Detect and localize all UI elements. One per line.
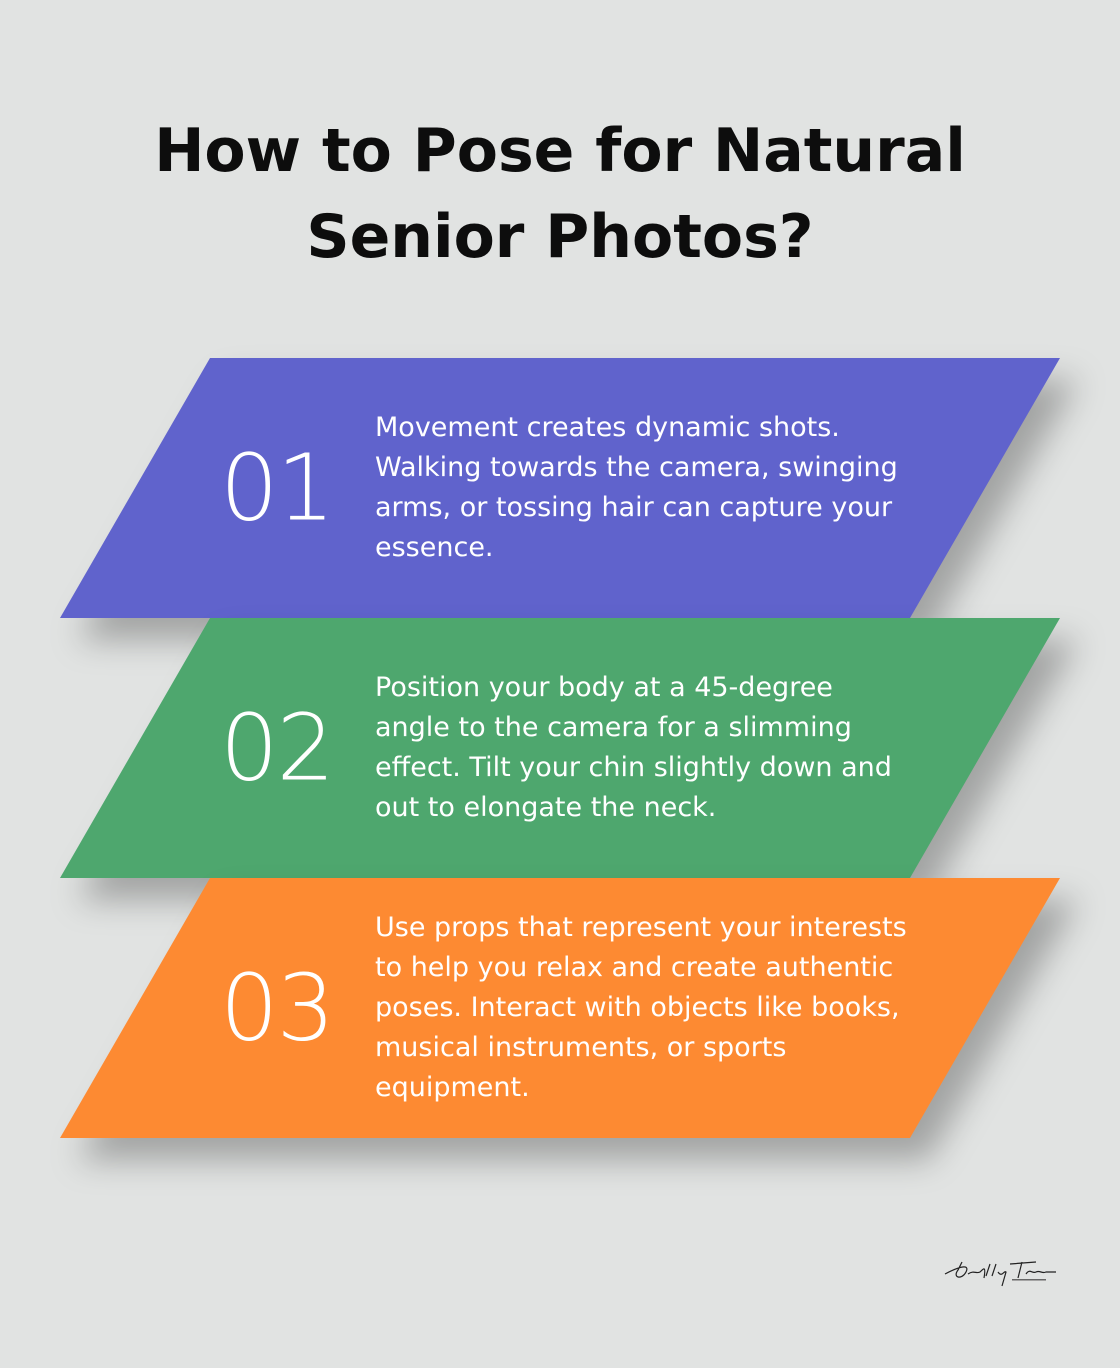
step-3-background [60,878,1060,1138]
step-text: Position your body at a 45-degree angle … [375,672,892,823]
step-text: Use props that represent your interests … [375,912,907,1103]
step-1-background [60,358,1060,618]
step-number: 03 [220,954,335,1062]
step-text: Movement creates dynamic shots. Walking … [375,412,898,563]
step-number: 02 [220,694,335,802]
step-number: 01 [220,434,335,542]
step-1: 01 Movement creates dynamic shots. Walki… [60,358,1060,618]
brand-logo [944,1261,1056,1287]
step-3: 03 Use props that represent your interes… [60,878,1060,1138]
page-title: How to Pose for Natural Senior Photos? [154,116,966,272]
step-2-background [60,618,1060,878]
step-2: 02 Position your body at a 45-degree ang… [60,618,1060,878]
